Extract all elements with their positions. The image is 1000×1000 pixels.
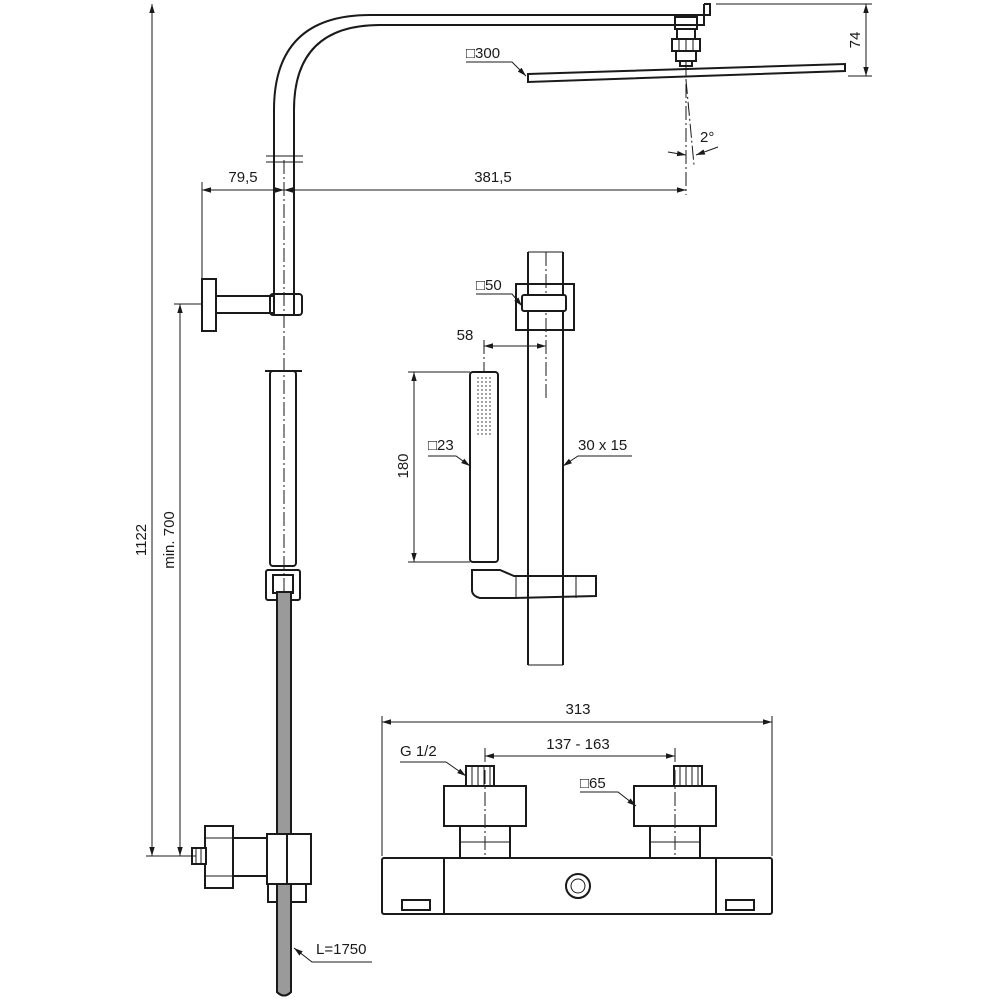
wall-bracket [201, 278, 303, 332]
label-hose-length: L=1750 [316, 941, 366, 958]
tilt-arrow [667, 150, 687, 157]
leader-holder-size [476, 293, 523, 307]
label-arm-offset: 79,5 [228, 169, 257, 186]
riser-pipe-inner [293, 4, 705, 315]
label-arm-reach: 381,5 [474, 169, 512, 186]
label-bar-section: 30 x 15 [578, 437, 627, 454]
label-head-height: 74 [847, 32, 864, 49]
shower-head [527, 16, 846, 84]
label-total-height: 1122 [133, 524, 150, 556]
valve-handle-left [401, 899, 431, 911]
label-tilt: 2° [700, 129, 714, 146]
label-centers: 137 - 163 [546, 736, 609, 753]
tilt-line [685, 79, 695, 166]
column-outlet [191, 825, 312, 997]
bar-holder [515, 283, 575, 331]
label-hand-size: □23 [428, 437, 454, 454]
hand-shower-detail-view: □50 58 180 □23 30 x 15 [395, 251, 632, 666]
label-thread: G 1/2 [400, 743, 437, 760]
label-head-size: □300 [466, 45, 500, 62]
valve-outlet [565, 873, 591, 899]
leader-hand-size [428, 455, 471, 467]
valve-handle-right [725, 899, 755, 911]
tilt-arrow [695, 146, 719, 156]
leader-eccentric-size [580, 791, 637, 807]
thermostat-valve-view: 313 137 - 163 G 1/2 □65 [381, 701, 773, 915]
shower-column-view: □300 74 2° 79,5 381,5 1122 min. 700 L=17… [133, 3, 872, 997]
hand-shower-cradle [471, 569, 597, 599]
label-holder-size: □50 [476, 277, 502, 294]
leader-bar-section [562, 455, 632, 467]
label-valve-width: 313 [565, 701, 590, 718]
label-min-height: min. 700 [161, 511, 178, 569]
riser-pipe-outer [273, 3, 711, 315]
label-hand-length: 180 [395, 453, 412, 478]
label-eccentric-size: □65 [580, 775, 606, 792]
leader-head-size [466, 61, 527, 77]
leader-thread [400, 761, 467, 777]
leader-hose-length [293, 947, 372, 963]
hand-shower-front [469, 340, 499, 563]
label-holder-offset: 58 [457, 327, 474, 344]
valve-body [381, 857, 773, 915]
